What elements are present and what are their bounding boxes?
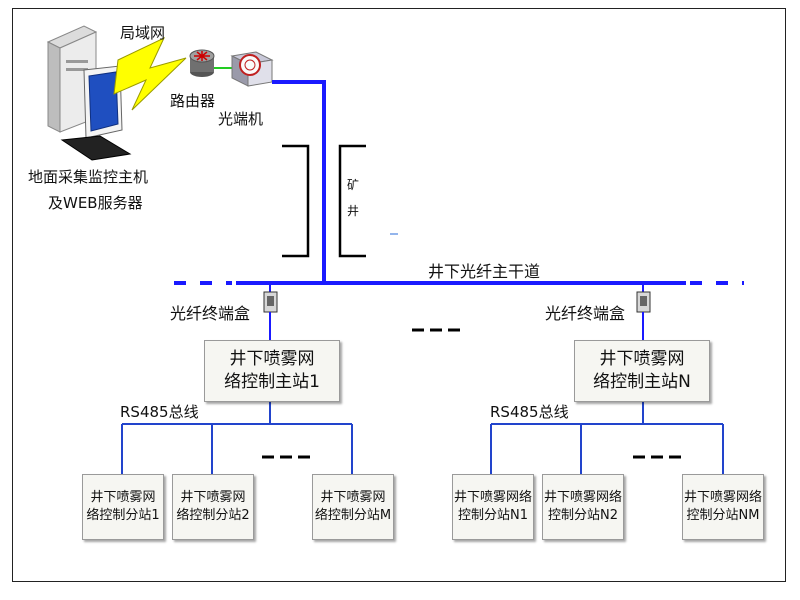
- sub-station-nm-line1: 井下喷雾网络: [683, 490, 762, 506]
- main-station-n-line1: 井下喷雾网: [599, 349, 685, 370]
- main-station-1: 井下喷雾网 络控制主站1: [204, 340, 340, 402]
- sub-station-1-line1: 井下喷雾网: [90, 490, 156, 506]
- sub-station-m-line2: 络控制分站M: [314, 508, 392, 523]
- sub-station-m: 井下喷雾网 络控制分站M: [312, 474, 394, 540]
- host-label-line1: 地面采集监控主机: [28, 168, 149, 186]
- fiber-box-left-icon: [263, 283, 278, 313]
- bus-left: [121, 402, 353, 474]
- main-station-n: 井下喷雾网 络控制主站N: [574, 340, 710, 402]
- sub-station-m-line1: 井下喷雾网: [320, 490, 386, 506]
- router-label: 路由器: [170, 92, 216, 110]
- shaft-wall-right: [338, 144, 366, 258]
- lan-label: 局域网: [120, 24, 166, 42]
- host-label-line2: 及WEB服务器: [48, 194, 143, 212]
- computer-icon: [46, 25, 132, 161]
- sub-station-n2-line2: 控制分站N2: [548, 508, 618, 523]
- sub-station-2-line1: 井下喷雾网: [180, 490, 246, 506]
- sub-station-1: 井下喷雾网 络控制分站1: [82, 474, 164, 540]
- fiber-box-left-label: 光纤终端盒: [170, 304, 251, 323]
- optical-terminal-icon: [230, 51, 274, 87]
- main-station-1-line1: 井下喷雾网: [229, 349, 315, 370]
- shaft-label-1: 矿: [347, 178, 360, 192]
- sub-station-2-line2: 络控制分站2: [176, 508, 250, 523]
- sub-station-n1-line2: 控制分站N1: [458, 508, 528, 523]
- fiber-box-right-label: 光纤终端盒: [545, 304, 626, 323]
- bus-right-label: RS485总线: [490, 403, 569, 421]
- sub-station-nm-line2: 控制分站NM: [686, 508, 760, 523]
- sub-station-2: 井下喷雾网 络控制分站2: [172, 474, 254, 540]
- sub-station-n2: 井下喷雾网络 控制分站N2: [542, 474, 624, 540]
- sub-station-1-line2: 络控制分站1: [86, 508, 160, 523]
- bus-left-label: RS485总线: [120, 403, 199, 421]
- main-station-n-line2: 络控制主站N: [593, 372, 691, 392]
- bus-right: [490, 402, 724, 474]
- trunk-label: 井下光纤主干道: [428, 262, 541, 281]
- lightning-icon: [113, 36, 187, 111]
- sub-station-n2-line1: 井下喷雾网络: [543, 490, 622, 506]
- sub-station-nm: 井下喷雾网络 控制分站NM: [682, 474, 764, 540]
- shaft-label-2: 井: [347, 204, 360, 218]
- fiber-drop: [272, 80, 326, 283]
- optical-terminal-label: 光端机: [218, 110, 264, 128]
- router-icon: [189, 49, 215, 77]
- main-station-1-line2: 络控制主站1: [224, 372, 320, 392]
- fiber-box-right-icon: [636, 283, 651, 313]
- shaft-wall-left: [282, 144, 310, 258]
- sub-station-n1: 井下喷雾网络 控制分站N1: [452, 474, 534, 540]
- sub-station-n1-line1: 井下喷雾网络: [453, 490, 532, 506]
